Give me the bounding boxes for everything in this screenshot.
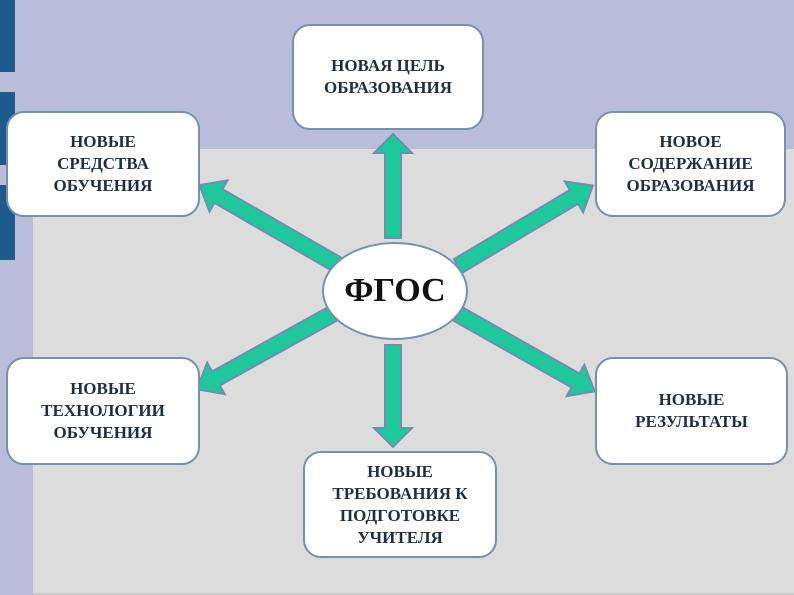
node-label-line: СРЕДСТВА xyxy=(57,154,149,173)
arrow-upper-right-icon xyxy=(452,180,595,275)
arrow-lower-right-icon xyxy=(452,305,597,398)
side-bar-decoration xyxy=(0,0,15,72)
node-label-line: ОБУЧЕНИЯ xyxy=(53,176,153,195)
node-label-line: НОВЫЕ xyxy=(70,132,136,151)
node-label-line: ТЕХНОЛОГИИ xyxy=(41,401,165,420)
node-new-results: НОВЫЕ РЕЗУЛЬТАТЫ xyxy=(595,357,788,465)
node-label-line: СОДЕРЖАНИЕ xyxy=(628,154,753,173)
node-label-line: ОБРАЗОВАНИЯ xyxy=(324,78,452,97)
node-new-education-content: НОВОЕ СОДЕРЖАНИЕ ОБРАЗОВАНИЯ xyxy=(595,111,786,217)
node-new-education-goal: НОВАЯ ЦЕЛЬ ОБРАЗОВАНИЯ xyxy=(292,24,484,130)
node-label-line: НОВЫЕ xyxy=(367,461,433,481)
arrow-lower-left-icon xyxy=(195,304,340,396)
arrow-up-icon xyxy=(371,132,415,239)
node-label-line: НОВОЕ xyxy=(659,132,722,151)
node-label-line: РЕЗУЛЬТАТЫ xyxy=(635,412,748,431)
node-label-line: НОВЫЕ xyxy=(70,379,136,398)
node-label-line: ПОДГОТОВКЕ xyxy=(339,505,461,525)
node-label-line: УЧИТЕЛЯ xyxy=(357,527,443,547)
node-label-line: ТРЕБОВАНИЯ К xyxy=(332,483,468,503)
arrow-down-icon xyxy=(371,344,415,449)
node-label-line: НОВЫЕ xyxy=(658,390,725,409)
center-label: ФГОС xyxy=(344,272,446,309)
node-new-learning-technologies: НОВЫЕ ТЕХНОЛОГИИ ОБУЧЕНИЯ xyxy=(6,357,200,465)
node-new-learning-tools: НОВЫЕ СРЕДСТВА ОБУЧЕНИЯ xyxy=(6,111,200,217)
node-label-line: ОБРАЗОВАНИЯ xyxy=(626,176,755,195)
center-node-fgos: ФГОС xyxy=(322,242,468,340)
node-label-line: НОВАЯ ЦЕЛЬ xyxy=(331,56,445,75)
arrow-upper-left-icon xyxy=(198,179,344,274)
node-new-teacher-requirements: НОВЫЕ ТРЕБОВАНИЯ К ПОДГОТОВКЕ УЧИТЕЛЯ xyxy=(303,451,497,558)
node-label-line: ОБУЧЕНИЯ xyxy=(53,423,153,442)
